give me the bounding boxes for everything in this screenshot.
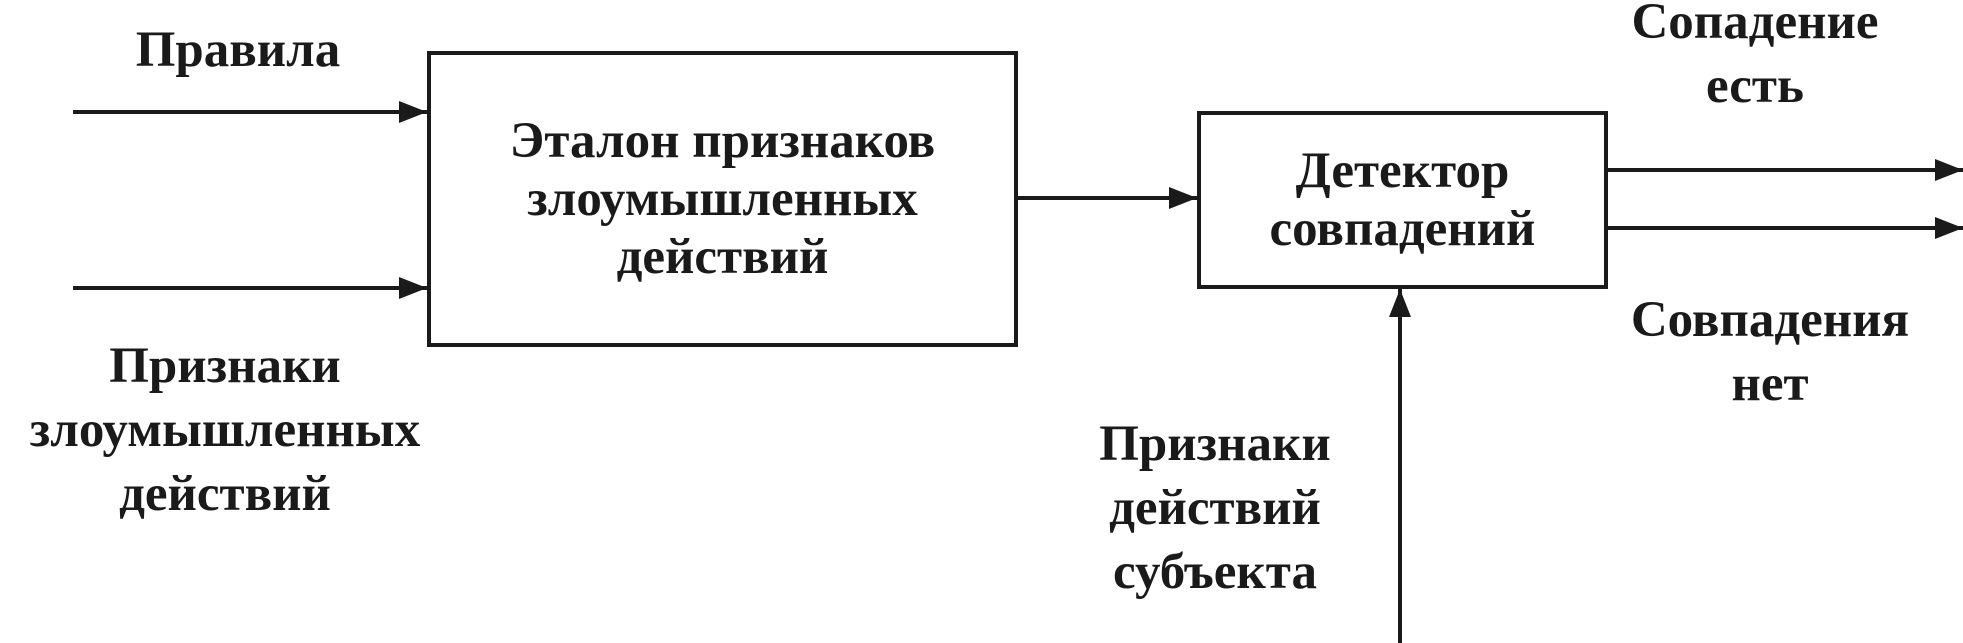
subject-features-line-1: Признаки [1099, 416, 1331, 472]
match-yes-line-1: Сопадение [1631, 0, 1879, 50]
rules-label-text: Правила [135, 22, 341, 78]
rules-arrowhead [399, 101, 427, 123]
reference-to-detector-arrowhead [1169, 187, 1197, 209]
malicious-features-line-1: Признаки [109, 338, 341, 394]
match-no-label: Совпадения нет [1600, 288, 1940, 416]
reference-block: Эталон признаков злоумышленных действий [427, 51, 1018, 347]
malicious-features-arrowhead [399, 277, 427, 299]
match-yes-line-2: есть [1706, 58, 1804, 114]
malicious-features-label: Признаки злоумышленных действий [0, 334, 450, 526]
detector-block: Детектор совпадений [1197, 111, 1608, 289]
reference-block-line-1: Эталон признаков [509, 113, 936, 169]
rules-label: Правила [102, 18, 374, 82]
subject-features-line-2: действий [1109, 480, 1321, 536]
detector-block-line-1: Детектор [1295, 143, 1510, 199]
detector-block-line-2: совпадений [1269, 201, 1536, 257]
malicious-features-line-2: злоумышленных [29, 402, 421, 458]
subject-features-arrowhead [1389, 289, 1411, 317]
malicious-features-line-3: действий [119, 466, 331, 522]
reference-block-line-2: злоумышленных [527, 171, 918, 227]
match-yes-arrowhead [1935, 159, 1963, 181]
subject-features-label: Признаки действий субъекта [1070, 412, 1360, 604]
reference-block-line-3: действий [616, 229, 829, 285]
match-yes-label: Сопадение есть [1605, 0, 1905, 118]
match-no-line-1: Совпадения [1630, 292, 1910, 348]
subject-features-line-3: субъекта [1113, 544, 1317, 600]
match-no-arrowhead [1935, 217, 1963, 239]
match-no-line-2: нет [1731, 356, 1809, 412]
